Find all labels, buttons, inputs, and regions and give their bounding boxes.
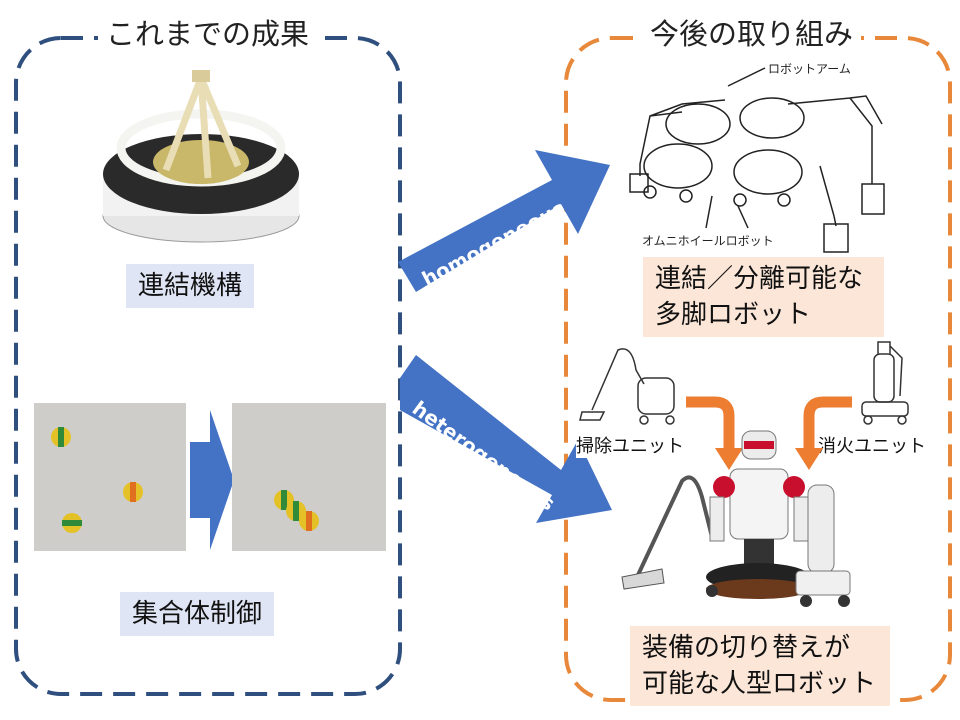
vacuum-attachment-nozzle (621, 568, 665, 590)
multileg-robot-label-line1: 連結／分離可能な (655, 264, 864, 294)
mechanism-top-cap (192, 70, 210, 82)
omni-wheel (733, 193, 747, 207)
collective-before-photo (34, 403, 186, 551)
extinguisher-valve (877, 341, 903, 397)
vacuum-nozzle (579, 411, 606, 421)
vacuum-unit-drawing (579, 348, 675, 425)
fire-to-robot-arrowhead (795, 448, 823, 470)
robot-body (665, 103, 731, 145)
multileg-robot-label: 連結／分離可能な 多脚ロボット (643, 257, 884, 337)
lower-gripper (823, 223, 849, 253)
robot-shoulder (783, 476, 805, 498)
coupling-mechanism-image (102, 70, 300, 243)
mechanism-tripod-frame (162, 76, 242, 179)
attachment-wheel (838, 595, 850, 607)
right-panel-title: 今後の取り組み (642, 16, 862, 52)
collective-after-photo (232, 403, 386, 551)
vacuum-unit-label: 掃除ユニット (576, 432, 684, 458)
humanoid-robot-label: 装備の切り替えが 可能な人型ロボット (630, 626, 890, 706)
robot-body (739, 97, 805, 139)
attachment-wheel (706, 585, 718, 597)
robot-eye-band (744, 441, 774, 449)
fire-unit-drawing (861, 341, 909, 425)
homogeneous-arrow (398, 150, 610, 292)
before-robots (34, 403, 186, 551)
vacuum-to-robot-arrowhead (715, 448, 743, 470)
robot-stripe (306, 511, 312, 531)
heterogeneous-arrow (400, 355, 612, 523)
fire-unit-label: 消火ユニット (818, 432, 926, 458)
multileg-robot-drawing (629, 67, 885, 253)
extinguisher-wheel (863, 415, 873, 425)
robot-stripe (293, 501, 299, 521)
vacuum-body (637, 377, 675, 415)
transition-arrow (190, 410, 234, 550)
fire-attachment-cylinder (807, 484, 835, 574)
left-arm (639, 99, 726, 176)
robot-stripe (62, 520, 82, 526)
humanoid-robot-label-line2: 可能な人型ロボット (642, 669, 877, 699)
robot-torso (729, 468, 789, 540)
omni-callout-line (705, 195, 713, 229)
fire-attachment-base (795, 570, 851, 596)
robot-arm-label: ロボットアーム (768, 62, 851, 76)
right-arm (787, 95, 883, 184)
after-robots (232, 403, 386, 551)
humanoid-robot-label-line1: 装備の切り替えが (642, 633, 851, 663)
left-panel-title: これまでの成果 (98, 16, 318, 52)
robot-base-plate (706, 579, 810, 599)
extinguisher-wheel (897, 415, 907, 425)
humanoid-robot-photo (621, 430, 851, 607)
collective-control-label: 集合体制御 (120, 592, 275, 636)
extinguisher-base (861, 401, 909, 417)
left-gripper (629, 173, 649, 193)
omni-callout-line (737, 205, 749, 229)
arm-callout-line (727, 67, 766, 87)
omni-wheel (679, 189, 693, 203)
omni-wheel (643, 185, 657, 199)
vacuum-hose (591, 348, 645, 411)
attachment-wheel (800, 595, 812, 607)
robot-shoulder (713, 476, 735, 498)
fire-to-robot-arrow (803, 396, 852, 450)
vacuum-to-robot-arrow (686, 396, 735, 450)
robot-stripe (130, 482, 136, 502)
robot-body (733, 149, 803, 195)
multileg-robot-label-line2: 多脚ロボット (655, 300, 812, 330)
mechanism-gold-plate (153, 140, 249, 184)
omni-robot-label: オムニホイールロボット (642, 234, 774, 248)
coupling-mechanism-label: 連結機構 (126, 264, 255, 308)
robot-body (643, 143, 713, 189)
robot-right-arm (793, 496, 809, 542)
vacuum-wheel (639, 415, 649, 425)
vacuum-wheel (665, 415, 675, 425)
right-lower-arm (819, 165, 837, 227)
omni-wheel (777, 193, 791, 207)
right-gripper (861, 183, 885, 215)
vacuum-attachment-hose (636, 475, 714, 576)
robot-stripe (281, 490, 287, 510)
transition-arrow-shape (190, 410, 234, 550)
robot-stripe (58, 427, 64, 447)
robot-left-arm (709, 496, 725, 542)
